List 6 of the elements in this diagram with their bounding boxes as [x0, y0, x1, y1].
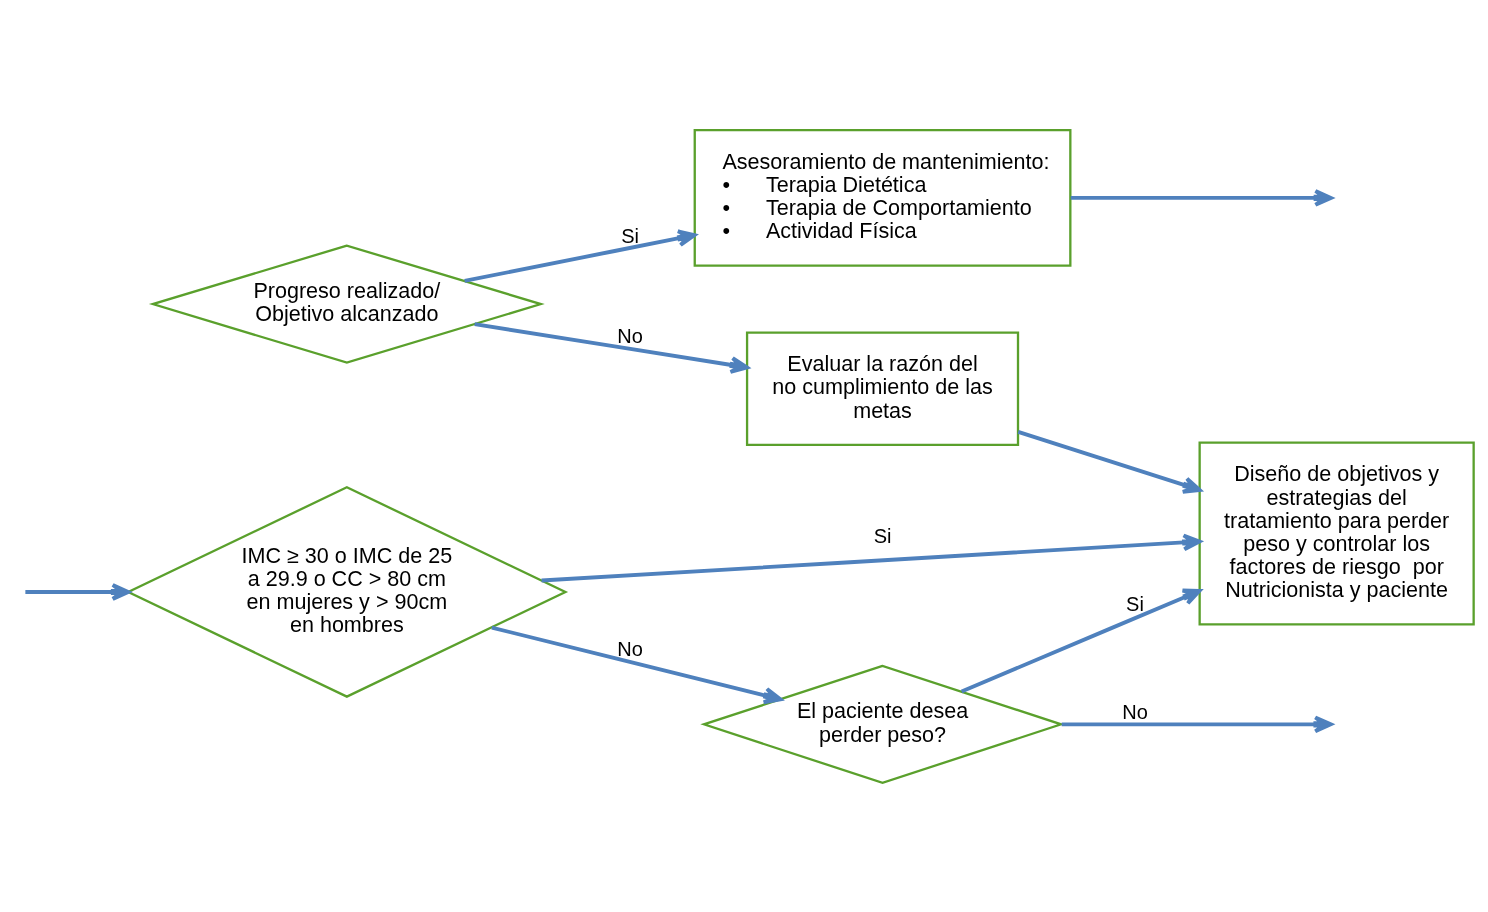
edge-label: No [617, 324, 643, 347]
edge-label: No [1122, 700, 1148, 723]
edge-label: Si [621, 224, 639, 247]
edge-label: No [617, 637, 643, 660]
edge-label: Si [1126, 592, 1144, 615]
edge-label: Si [873, 524, 892, 547]
